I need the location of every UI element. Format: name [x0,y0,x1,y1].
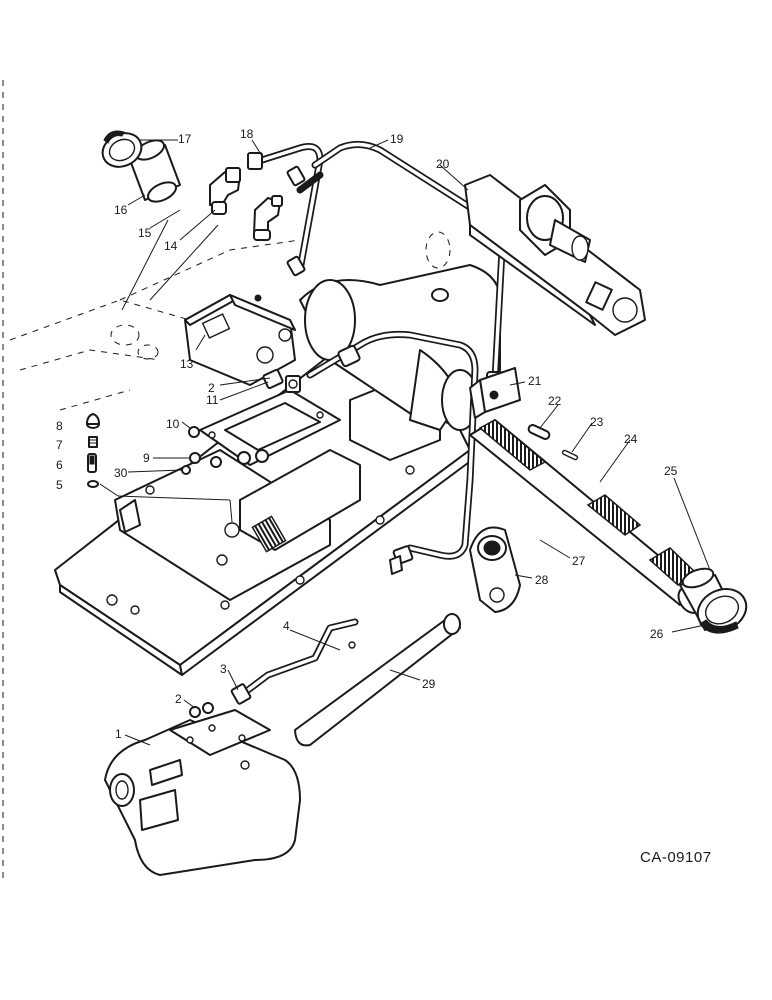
lift-cylinder [104,709,301,876]
callout-13: 13 [180,357,194,371]
callout-4: 4 [283,619,290,633]
callout-14: 14 [164,239,178,253]
callout-10: 10 [166,417,180,431]
lift-cover-plate [54,354,473,676]
lift-arm [469,526,521,613]
callout-20: 20 [436,157,450,171]
phantom-pin [425,231,451,269]
washer-5 [87,480,99,488]
callout-18: 18 [240,127,254,141]
o-ring-30 [181,465,191,475]
callout-8: 8 [56,419,63,433]
oil-line [244,618,359,694]
callout-15: 15 [138,226,152,240]
callout-3: 3 [220,662,227,676]
valve-block [469,367,521,419]
bushing [129,139,181,203]
callout-21: 21 [528,374,542,388]
callout-23: 23 [590,415,604,429]
callout-29: 29 [422,677,436,691]
seal [101,130,143,168]
control-valve [184,294,296,386]
o-rings-lower [189,702,214,718]
callout-7: 7 [56,438,63,452]
callout-1: 1 [115,727,122,741]
spring [88,436,98,448]
callout-17: 17 [178,132,192,146]
callout-6: 6 [56,458,63,472]
callout-2-lower: 2 [175,692,182,706]
leader-lines [99,139,711,746]
cotter-pin [561,449,579,461]
callout-24: 24 [624,432,638,446]
callout-2-upper: 2 [208,381,215,395]
hydraulic-tube-27 [306,331,479,575]
callout-22: 22 [548,394,562,408]
rockshaft-arm [464,174,646,336]
callout-26: 26 [650,627,664,641]
callout-9: 9 [143,451,150,465]
callout-30: 30 [114,466,128,480]
poppet [87,453,97,473]
callout-labels: 1 2 2 3 4 5 6 7 8 9 10 11 13 14 15 16 17… [56,127,678,741]
callout-25: 25 [664,464,678,478]
o-ring-10 [188,426,200,438]
callout-11: 11 [206,393,219,407]
valve-fittings-11 [262,368,301,393]
callout-19: 19 [390,132,404,146]
elbow-fittings [209,167,283,241]
drawing-code: CA-09107 [640,849,712,866]
rockshaft-seal [696,588,748,634]
callout-28: 28 [535,573,549,587]
valve-mounting-plate [199,389,341,466]
lift-arm-housing [299,264,501,431]
cylinder-tube [294,613,461,747]
plug [86,413,100,429]
callout-16: 16 [114,203,128,217]
phantom-housing-outline [9,239,301,411]
callout-5: 5 [56,478,63,492]
callout-27: 27 [572,554,586,568]
pin [527,424,551,440]
